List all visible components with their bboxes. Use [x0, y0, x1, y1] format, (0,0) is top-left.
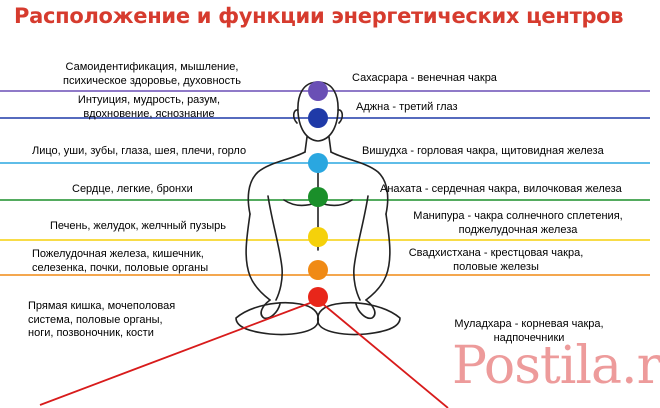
right-label-vishuddha: Вишудха - горловая чакра, щитовидная жел…: [362, 145, 604, 157]
left-label-throat: Лицо, уши, зубы, глаза, шея, плечи, горл…: [32, 145, 247, 157]
muladhara-chakra: [308, 287, 328, 307]
right-label-muladhara: Муладхара - корневая чакра, надпочечники: [454, 318, 604, 344]
svadhisthana-chakra: [308, 260, 328, 280]
left-label-sacral: Пожелудочная железа, кишечник, селезенка…: [32, 248, 209, 274]
left-label-third-eye: Интуиция, мудрость, разум, вдохновение, …: [77, 94, 221, 120]
anahata-chakra: [308, 187, 328, 207]
right-label-manipura: Манипура - чакра солнечного сплетения, п…: [413, 210, 623, 236]
left-label-solar-plexus: Печень, желудок, желчный пузырь: [50, 220, 227, 232]
left-label-root: Прямая кишка, мочеполовая система, полов…: [28, 300, 176, 339]
diagram-title: Расположение и функции энергетических це…: [14, 4, 624, 28]
vishuddha-chakra: [308, 153, 328, 173]
watermark: Postila.ru: [452, 336, 660, 396]
sahasrara-chakra: [308, 81, 328, 101]
root-ray-right: [317, 299, 449, 408]
ajna-chakra: [308, 108, 328, 128]
manipura-chakra: [308, 227, 328, 247]
root-ray-left: [39, 299, 319, 406]
right-label-anahata: Анахата - сердечная чакра, вилочковая же…: [380, 183, 622, 195]
right-label-sahasrara: Сахасрара - венечная чакра: [352, 72, 497, 84]
right-label-svadhisthana: Свадхистхана - крестцовая чакра, половые…: [408, 247, 584, 273]
right-label-ajna: Аджна - третий глаз: [356, 101, 458, 113]
left-label-heart: Сердце, легкие, бронхи: [72, 183, 193, 195]
left-label-crown: Самоидентификация, мышление, психическое…: [63, 61, 241, 87]
